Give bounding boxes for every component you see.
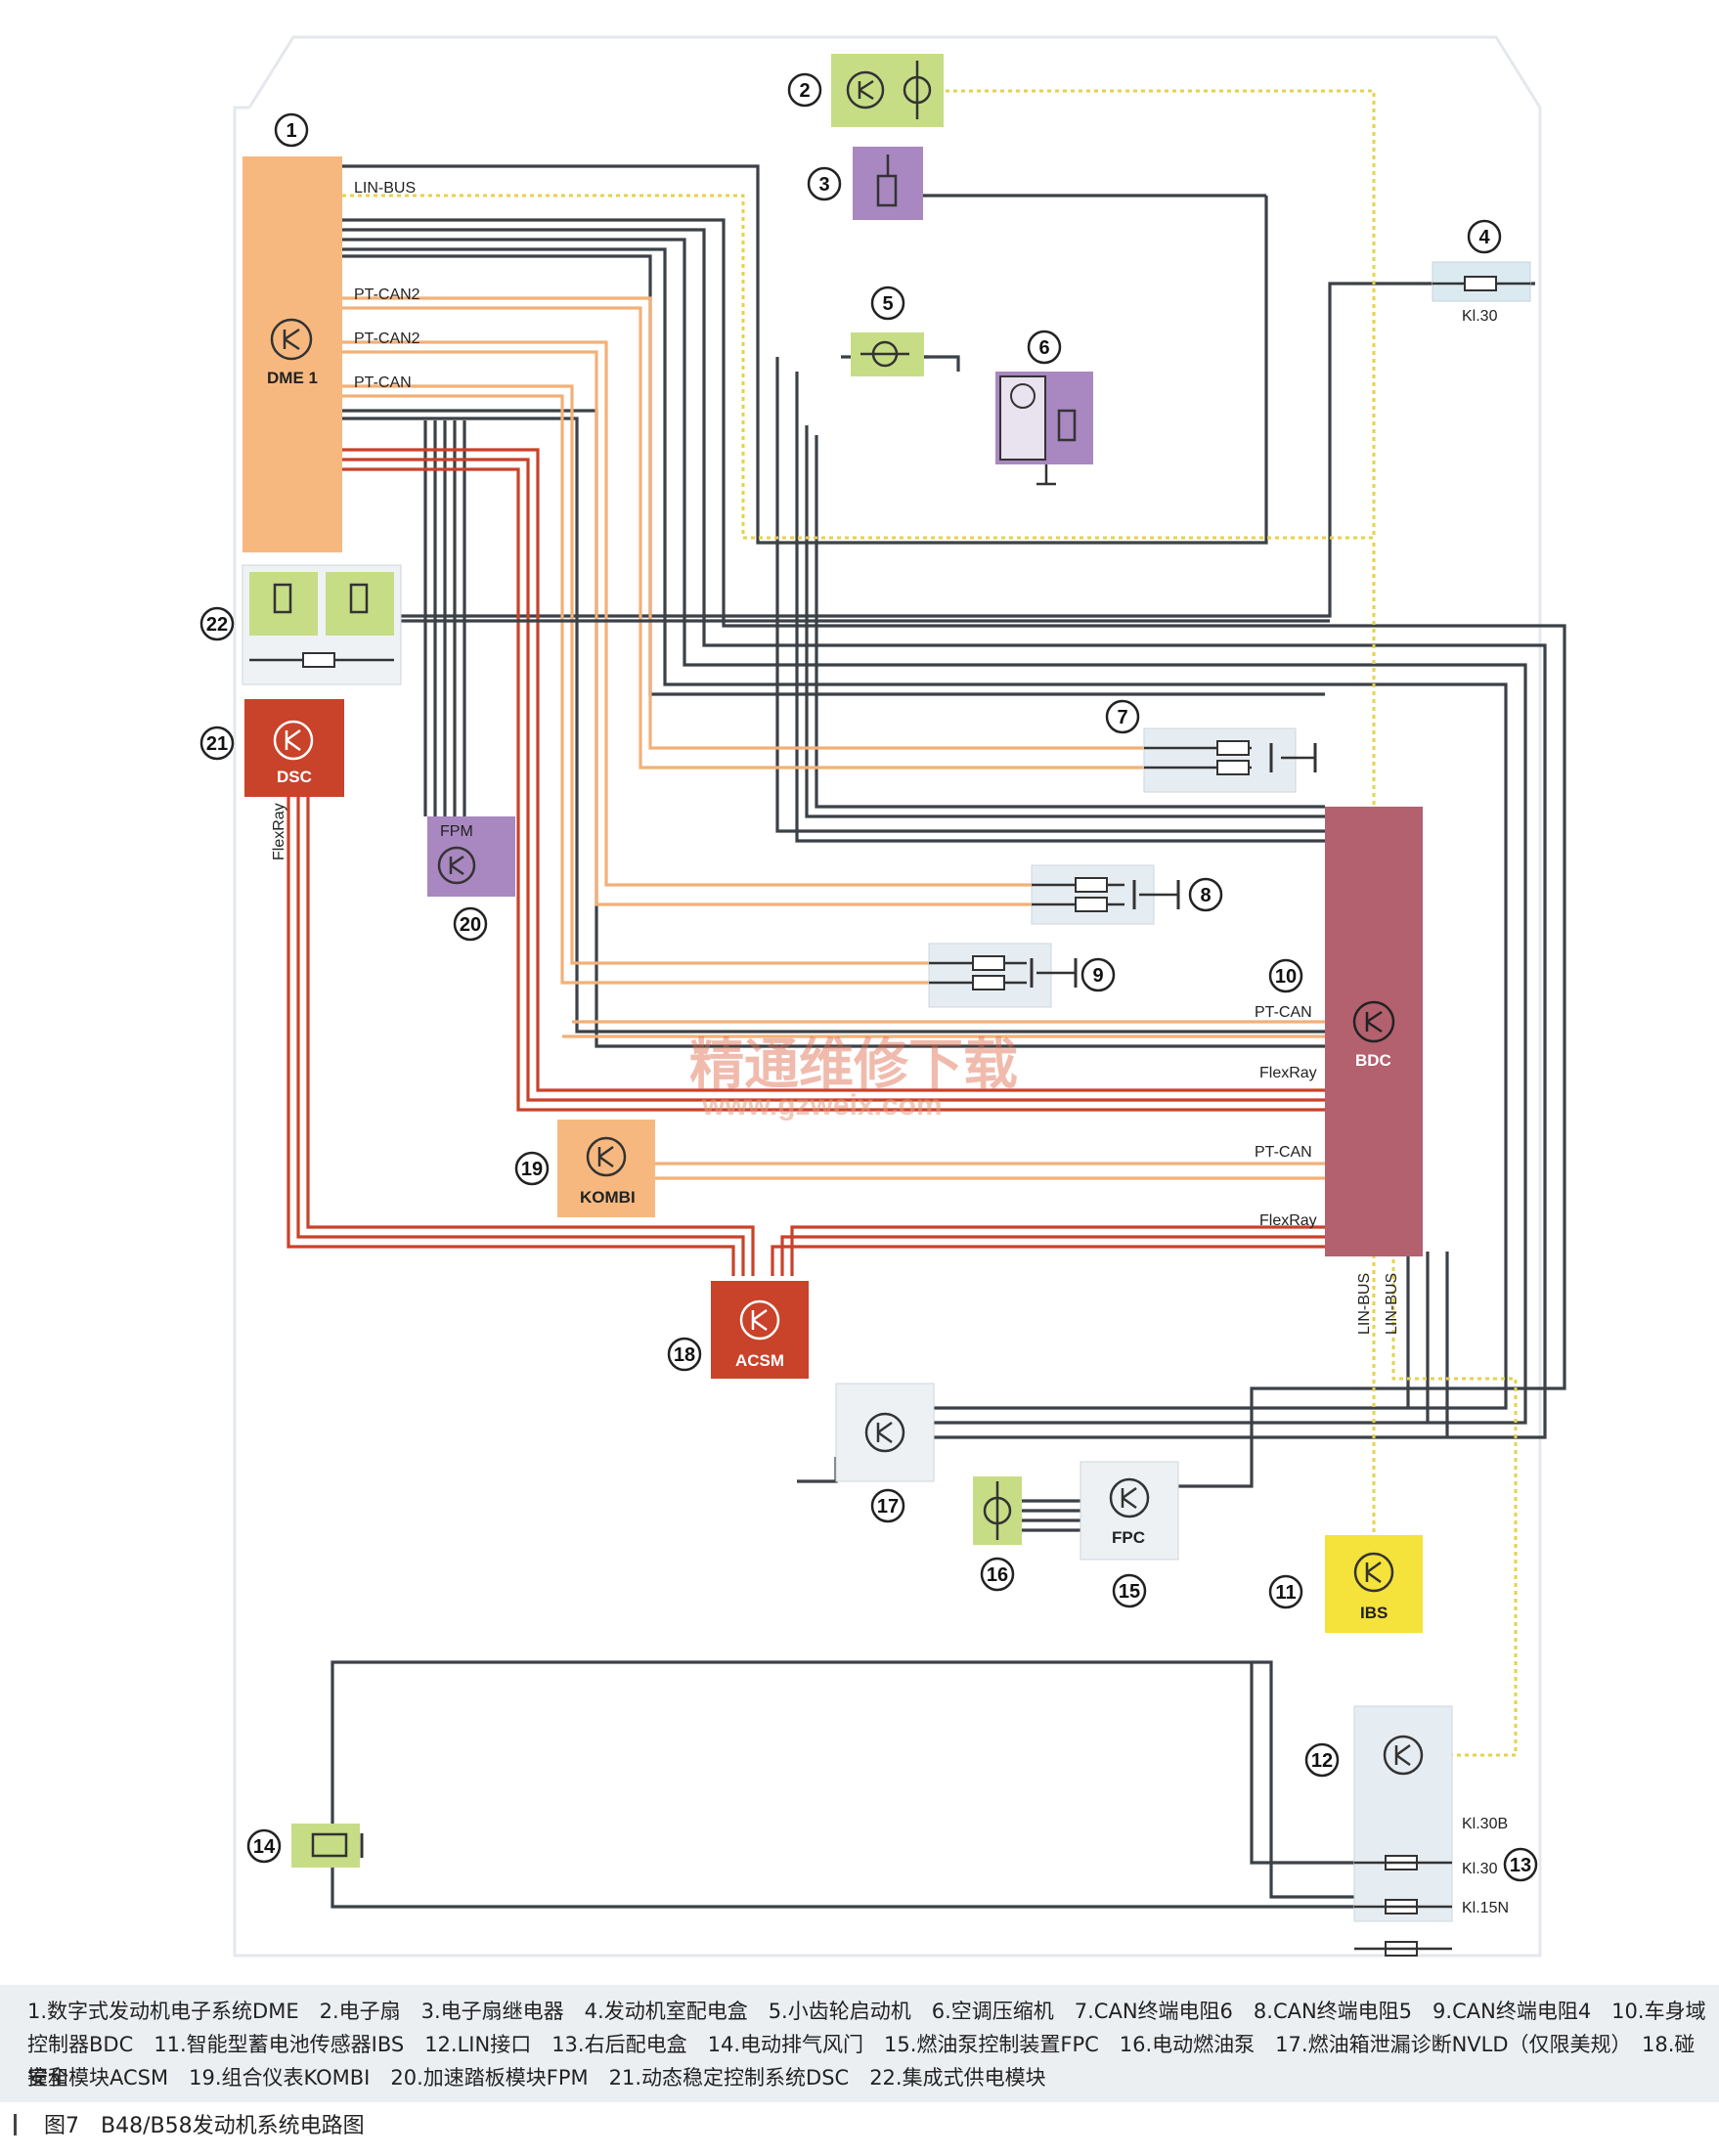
badge-6: 6 <box>1038 337 1049 359</box>
badge-2: 2 <box>799 80 810 102</box>
nvld-module <box>835 1383 935 1482</box>
badge-4: 4 <box>1478 227 1490 248</box>
pt-can-wires <box>342 296 1325 1180</box>
legend-line-1: 1.数字式发动机电子系统DME 2.电子扇 3.电子扇继电器 4.发动机室配电盒… <box>27 2000 1706 2023</box>
label-bdc-flexray-1: FlexRay <box>1259 1065 1317 1081</box>
badge-10: 10 <box>1275 966 1297 988</box>
can-terminator-5 <box>1031 864 1180 925</box>
badge-18: 18 <box>674 1344 695 1366</box>
number-badges <box>199 72 1538 1882</box>
badge-21: 21 <box>206 733 228 755</box>
watermark-line2: www.gzweix.com <box>701 1089 943 1122</box>
badge-15: 15 <box>1119 1581 1140 1603</box>
badge-22: 22 <box>206 614 228 636</box>
electric-fan <box>831 54 944 127</box>
dsc-module: DSC <box>244 699 344 797</box>
flexray-wires <box>286 448 1325 1276</box>
label-bdc-flexray-2: FlexRay <box>1259 1212 1317 1229</box>
badge-9: 9 <box>1092 965 1103 987</box>
label-bdc-lin-bus-1: LIN-BUS <box>1356 1273 1373 1335</box>
starter-motor <box>851 332 924 376</box>
fpm-module: FPM <box>427 816 515 897</box>
badge-12: 12 <box>1311 1750 1333 1772</box>
ibs-sensor: IBS <box>1325 1535 1423 1633</box>
figure-caption: 图7 B48/B58发动机系统电路图 <box>14 2108 365 2139</box>
legend-panel <box>0 1985 1719 2102</box>
label-dsc-flexray: FlexRay <box>271 803 287 860</box>
gray-wires <box>331 164 1566 1909</box>
acsm-label: ACSM <box>735 1351 784 1370</box>
engine-fuse-box: Kl.30 <box>1432 261 1531 325</box>
fpc-label: FPC <box>1112 1528 1145 1547</box>
label-bdc-pt-can-2: PT-CAN <box>1255 1144 1312 1161</box>
legend-line-2: 控制器BDC 11.智能型蓄电池传感器IBS 12.LIN接口 13.右后配电盒… <box>27 2033 1696 2090</box>
badge-11: 11 <box>1275 1582 1296 1604</box>
fpm-label: FPM <box>440 823 473 840</box>
label-bdc-pt-can-1: PT-CAN <box>1255 1004 1312 1021</box>
fuse-kl30-label: Kl.30 <box>1462 308 1498 325</box>
badge-7: 7 <box>1117 707 1127 728</box>
kombi-module: KOMBI <box>557 1120 655 1217</box>
badge-19: 19 <box>521 1159 543 1180</box>
label-bdc-lin-bus-2: LIN-BUS <box>1384 1273 1400 1335</box>
badge-16: 16 <box>987 1564 1008 1586</box>
dme-module: DME 1 <box>242 156 342 552</box>
badge-17: 17 <box>877 1496 899 1518</box>
label-pt-can2-b: PT-CAN2 <box>354 330 420 347</box>
terminal-kl30: Kl.30 <box>1462 1861 1498 1877</box>
badge-8: 8 <box>1200 885 1211 906</box>
exhaust-flap <box>291 1824 364 1868</box>
fan-relay <box>853 147 923 220</box>
terminal-kl30b: Kl.30B <box>1462 1816 1508 1832</box>
dme-label: DME 1 <box>267 369 318 387</box>
caption-bar <box>14 2114 17 2135</box>
number-badge-labels: 1 2 3 4 5 6 7 8 9 10 11 12 13 14 15 16 1… <box>206 80 1531 1876</box>
rear-fuse-box: Kl.30B Kl.30 Kl.15N <box>1353 1705 1509 1957</box>
figure-caption-text: 图7 B48/B58发动机系统电路图 <box>44 2114 365 2138</box>
badge-14: 14 <box>253 1836 276 1858</box>
badge-3: 3 <box>818 174 829 196</box>
label-pt-can2-a: PT-CAN2 <box>354 286 420 303</box>
bdc-module: BDC <box>1325 807 1423 1256</box>
ac-compressor <box>995 372 1093 486</box>
can-terminator-6 <box>1143 727 1317 793</box>
diagram-frame <box>233 35 1542 1958</box>
badge-1: 1 <box>286 120 296 142</box>
ibs-label: IBS <box>1360 1604 1388 1622</box>
badge-5: 5 <box>882 293 893 315</box>
impm-module <box>242 564 402 685</box>
bdc-label: BDC <box>1355 1051 1391 1070</box>
badge-20: 20 <box>460 914 481 936</box>
legend-line-3: 安全模块ACSM 19.组合仪表KOMBI 20.加速踏板模块FPM 21.动态… <box>27 2066 1046 2090</box>
watermark-line1: 精通维修下载 <box>689 1034 1018 1095</box>
terminal-kl15n: Kl.15N <box>1462 1900 1509 1916</box>
label-lin-bus: LIN-BUS <box>354 180 416 197</box>
badge-13: 13 <box>1510 1855 1531 1876</box>
acsm-module: ACSM <box>711 1281 809 1379</box>
can-terminator-4 <box>928 943 1078 1008</box>
fpc-module: FPC <box>1080 1461 1179 1561</box>
kombi-label: KOMBI <box>580 1188 636 1207</box>
fuel-pump <box>973 1476 1022 1545</box>
dsc-label: DSC <box>277 768 312 786</box>
label-pt-can: PT-CAN <box>354 374 412 391</box>
